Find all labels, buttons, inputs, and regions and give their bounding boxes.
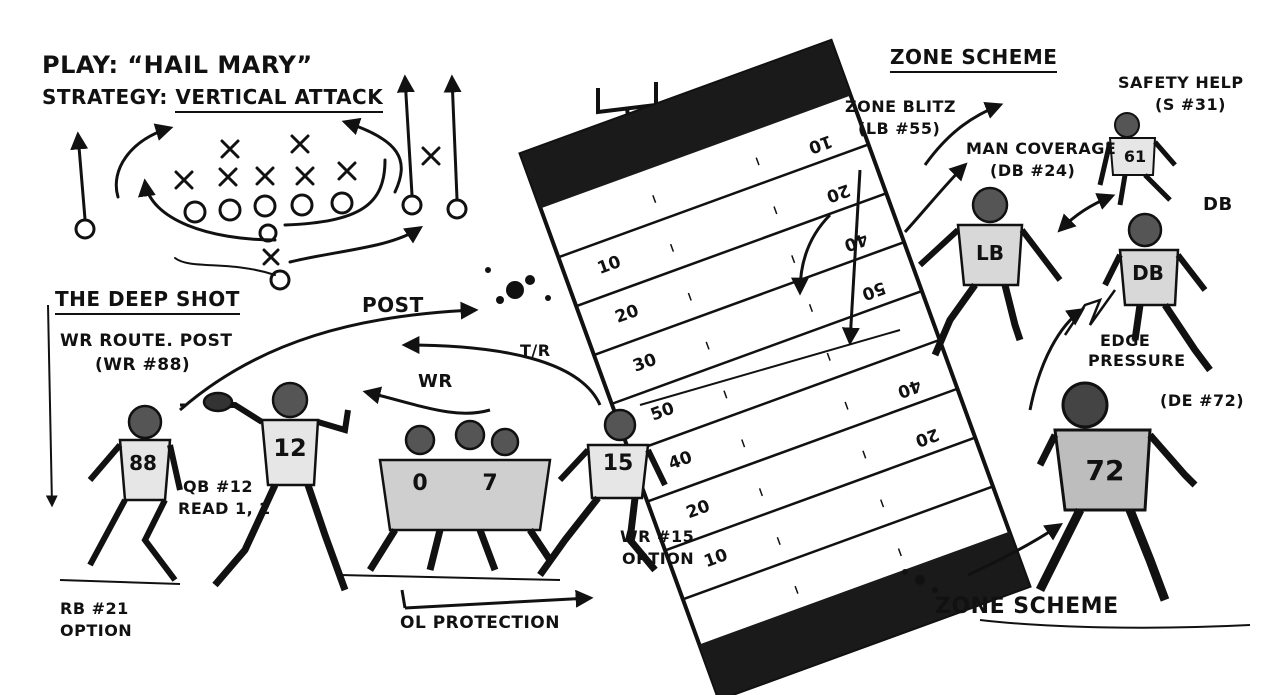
qb-label-line2: READ 1, 2 (178, 499, 271, 518)
hash-marks (652, 157, 902, 594)
wr15-label-line2: OPTION (622, 549, 695, 568)
player-wr-88: 88 (87, 404, 183, 582)
wr88-route-line1: WR ROUTE. POST (60, 331, 233, 351)
jersey-number: 15 (603, 451, 634, 476)
zone-blitz-line1: ZONE BLITZ (845, 97, 956, 116)
player-db: DB (1102, 212, 1213, 373)
wr15-label-line1: WR #15 (620, 527, 695, 546)
ol-protection-label: OL PROTECTION (400, 613, 560, 633)
section-deep-shot: THE DEEP SHOT (55, 288, 240, 315)
play-diagram (70, 74, 468, 291)
jersey-number: 88 (129, 451, 157, 475)
jersey-number: LB (976, 241, 1004, 265)
end-zone-bottom (699, 531, 1030, 695)
play-title: PLAY: “HAIL MARY” (42, 51, 313, 79)
strategy-prefix: STRATEGY: (42, 85, 176, 109)
man-coverage-line2: (DB #24) (990, 161, 1076, 180)
annotation-arrows (45, 193, 1117, 608)
ink-splatters (485, 267, 938, 593)
edge-pressure-line1: EDGE (1100, 331, 1151, 350)
jersey-number: 12 (273, 434, 306, 462)
strategy-value: VERTICAL ATTACK (175, 85, 384, 113)
offensive-line-scrum: 0 7 (367, 419, 553, 572)
route-label-wr: WR (418, 371, 453, 392)
field-route-arrows (639, 101, 1004, 406)
wr88-route-line2: (WR #88) (95, 355, 191, 375)
safety-help-line2: (S #31) (1155, 95, 1226, 114)
route-label-post: POST (362, 293, 424, 317)
player-de-72: 72 (1035, 381, 1198, 602)
qb-label-line1: QB #12 (183, 477, 254, 496)
player-qb-12: 12 (202, 381, 351, 592)
jersey-number: 61 (1124, 147, 1146, 166)
route-arrows (70, 74, 462, 276)
player-wr-15: 15 (537, 408, 668, 578)
strategy-line: STRATEGY: VERTICAL ATTACK (42, 85, 384, 113)
db-label: DB (1203, 194, 1233, 215)
route-label-tr: T/R (520, 341, 551, 360)
rb-label-line1: RB #21 (60, 599, 129, 618)
de-label: (DE #72) (1160, 391, 1245, 410)
jersey-number: 7 (482, 471, 497, 496)
end-zone-top (520, 41, 851, 209)
rb-label-line2: OPTION (60, 621, 133, 640)
football-field: 10 20 30 50 40 20 10 10 20 40 50 40 20 (485, 38, 1032, 695)
yard-lines (557, 143, 994, 601)
jersey-number: 0 (412, 471, 427, 496)
defensive-x-marks (174, 134, 441, 266)
player-safety: 61 (1097, 112, 1177, 206)
zone-blitz-line2: (LB #55) (858, 119, 941, 138)
section-zone-scheme-top: ZONE SCHEME (890, 46, 1058, 73)
jersey-number: DB (1132, 261, 1164, 285)
jersey-number: 72 (1086, 454, 1125, 487)
player-lb: LB (917, 186, 1063, 357)
man-coverage-line1: MAN COVERAGE (966, 139, 1117, 158)
ground-strokes (59, 574, 1251, 629)
section-zone-scheme-bottom: ZONE SCHEME (935, 594, 1119, 619)
safety-help-line1: SAFETY HELP (1118, 73, 1244, 92)
edge-pressure-line2: PRESSURE (1088, 351, 1186, 370)
players: 88 12 0 7 15 (59, 112, 1251, 629)
